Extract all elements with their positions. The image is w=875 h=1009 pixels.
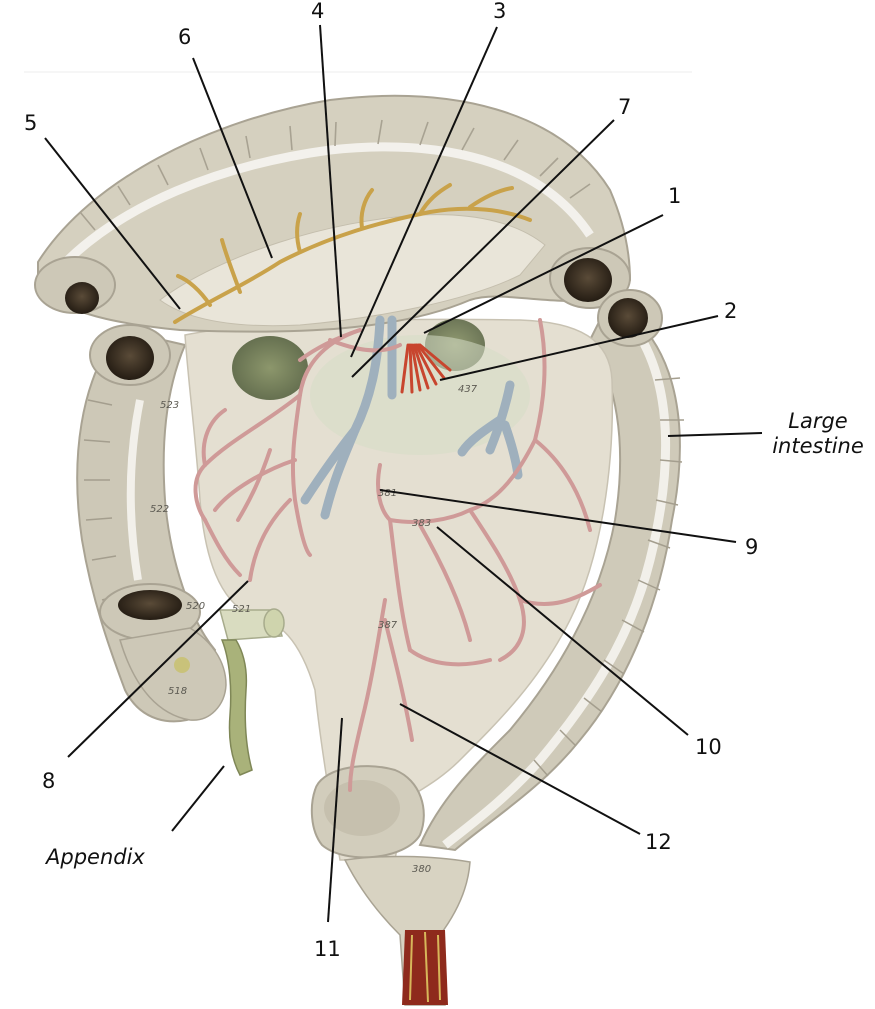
transverse-colon <box>37 94 632 333</box>
leader-8 <box>67 580 249 758</box>
cecum <box>119 608 285 721</box>
label-9: 9 <box>745 535 759 559</box>
leader-appendix <box>171 765 225 832</box>
leader-2 <box>439 315 719 381</box>
appendix <box>220 639 253 776</box>
label-large-intestine-line2: intestine <box>772 434 864 458</box>
label-11: 11 <box>314 937 341 961</box>
specimen-mark-437: 437 <box>458 384 478 395</box>
leader-3 <box>350 26 498 358</box>
middle-colic-vessels <box>173 183 532 324</box>
label-5: 5 <box>24 111 38 135</box>
label-6: 6 <box>178 25 192 49</box>
leader-10 <box>436 526 689 736</box>
leader-6 <box>192 57 273 259</box>
specimen-mark-520: 520 <box>186 601 205 612</box>
leader-large-intestine <box>667 432 763 437</box>
rectum <box>343 855 471 1006</box>
label-appendix: Appendix <box>46 845 145 869</box>
label-1: 1 <box>668 184 682 208</box>
specimen-mark-522: 522 <box>150 504 169 515</box>
leader-11 <box>327 717 343 923</box>
label-2: 2 <box>724 299 738 323</box>
leader-5 <box>44 137 181 310</box>
arteries <box>193 318 602 792</box>
specimen-mark-380: 380 <box>412 864 431 875</box>
specimen-mark-518: 518 <box>168 686 187 697</box>
leader-1 <box>423 214 664 334</box>
leader-7 <box>351 119 615 378</box>
specimen-mark-387: 387 <box>378 620 398 631</box>
specimen-mark-381: 381 <box>378 488 397 499</box>
label-3: 3 <box>493 0 507 23</box>
leader-lines <box>44 24 763 923</box>
label-4: 4 <box>311 0 325 23</box>
specimen-mark-521: 521 <box>232 604 251 615</box>
leader-4 <box>319 24 342 338</box>
label-10: 10 <box>695 735 722 759</box>
inferior-mesenteric-artery-fan <box>400 343 452 394</box>
leader-9 <box>379 489 737 543</box>
label-8: 8 <box>42 769 56 793</box>
sigmoid-loop <box>310 765 425 859</box>
label-7: 7 <box>618 95 632 119</box>
label-large-intestine-line1: Large <box>788 409 848 433</box>
specimen-mark-383: 383 <box>412 518 431 529</box>
label-12: 12 <box>645 830 672 854</box>
leader-12 <box>399 703 641 835</box>
descending-colon <box>418 298 684 852</box>
specimen-mark-523: 523 <box>160 400 179 411</box>
label-large-intestine: Large intestine <box>768 411 868 457</box>
